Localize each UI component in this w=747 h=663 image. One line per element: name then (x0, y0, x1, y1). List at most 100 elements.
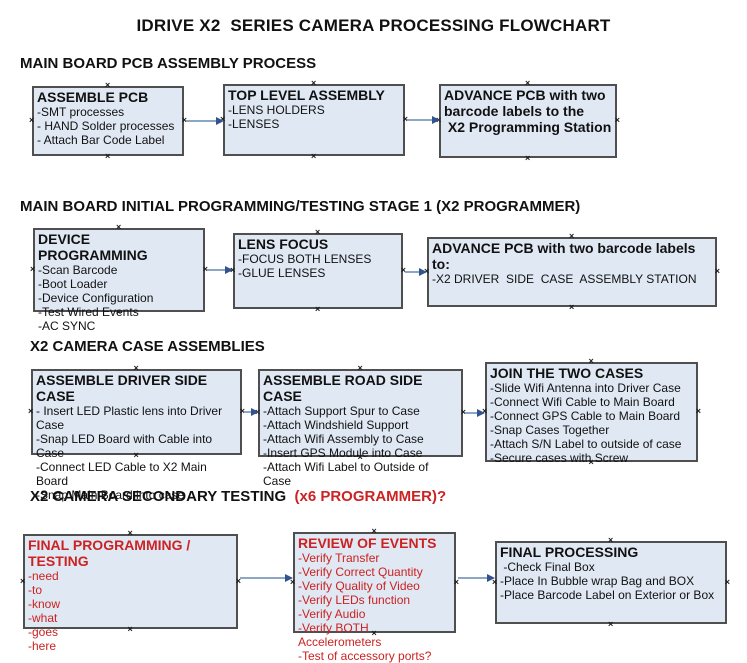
box-line: -FOCUS BOTH LENSES (238, 252, 372, 266)
box-title: LENS FOCUS (238, 236, 329, 252)
box-advance-pcb-driver-side-station: ADVANCE PCB with two barcode labels to: … (424, 232, 720, 312)
connection-point-icon: × (311, 151, 317, 161)
box-line: -Connect LED Cable to X2 Main Board (36, 460, 211, 488)
box-line: - Attach Bar Code Label (37, 133, 165, 147)
box-line: -Test of accessory ports? (298, 649, 432, 663)
box-title: ADVANCE PCB with two barcode labels to t… (444, 87, 612, 135)
box-join-the-two-cases: JOIN THE TWO CASES -Slide Wifi Antenna i… (482, 357, 701, 467)
section-header-accent: (x6 PROGRAMMER)? (290, 488, 447, 505)
box-line: -Verify Quality of Video (298, 579, 420, 593)
box-title: FINAL PROCESSING (500, 544, 639, 560)
box-line: -Slide Wifi Antenna into Driver Case (490, 381, 681, 395)
box-line: -Attach S/N Label to outside of case (490, 437, 682, 451)
connection-point-icon: × (714, 266, 720, 276)
box-line: - HAND Solder processes (37, 119, 175, 133)
connection-point-icon: × (695, 406, 701, 416)
box-line: -LENS HOLDERS (228, 103, 325, 117)
box-body: - Insert LED Plastic lens into Driver Ca… (36, 404, 238, 502)
connection-point-icon: × (614, 115, 620, 125)
box-assemble-pcb: ASSEMBLE PCB -SMT processes- HAND Solder… (29, 81, 187, 161)
box-title: ASSEMBLE PCB (37, 89, 149, 105)
box-line: - Insert LED Plastic lens into Driver Ca… (36, 404, 226, 432)
box-final-processing: FINAL PROCESSING -Check Final Box-Place … (492, 536, 730, 629)
box-line: -Connect Wifi Cable to Main Board (490, 395, 675, 409)
box-line: -Attach Wifi Assembly to Case (263, 432, 424, 446)
box-body: -need-to-know-what-goes-here (28, 569, 234, 653)
connection-point-icon: × (569, 302, 575, 312)
box-line: -what (28, 611, 58, 625)
box-line: -Attach Wifi Label to Outside of Case (263, 460, 432, 488)
flow-arrow-icon (207, 266, 233, 274)
flow-arrow-icon (465, 409, 485, 417)
connection-point-icon: × (608, 619, 614, 629)
section-header-main-board-pcb: MAIN BOARD PCB ASSEMBLY PROCESS (20, 55, 316, 72)
box-title: ASSEMBLE DRIVER SIDE CASE (36, 372, 212, 404)
box-line: -goes (28, 625, 59, 639)
flow-arrow-icon (240, 574, 293, 582)
section-header-text: MAIN BOARD PCB ASSEMBLY PROCESS (20, 55, 317, 72)
connection-point-icon: × (105, 151, 111, 161)
box-line: -Boot Loader (38, 277, 108, 291)
connection-point-icon: × (30, 264, 36, 274)
box-title: REVIEW OF EVENTS (298, 535, 437, 551)
box-body: -Slide Wifi Antenna into Driver Case-Con… (490, 381, 694, 465)
box-advance-pcb-programming-station: ADVANCE PCB with two barcode labels to t… (436, 79, 620, 163)
connection-point-icon: × (28, 406, 34, 416)
connection-point-icon: × (315, 304, 321, 314)
box-line: -Attach Windshield Support (263, 418, 409, 432)
connection-point-icon: × (20, 575, 26, 586)
section-header-initial-programming: MAIN BOARD INITIAL PROGRAMMING/TESTING S… (20, 198, 580, 215)
section-header-case-assemblies: X2 CAMERA CASE ASSEMBLIES (30, 338, 265, 355)
box-body: -LENS HOLDERS-LENSES (228, 103, 401, 131)
box-body: -FOCUS BOTH LENSES-GLUE LENSES (238, 252, 399, 280)
box-line: -here (28, 639, 57, 653)
page-title: IDRIVE X2 SERIES CAMERA PROCESSING FLOWC… (136, 16, 611, 35)
section-header-text: X2 CAMERA SECONDARY TESTING (30, 488, 291, 505)
box-body: -Scan Barcode-Boot Loader-Device Configu… (38, 263, 201, 333)
box-body: -X2 DRIVER SIDE CASE ASSEMBLY STATION (432, 272, 713, 286)
box-title: DEVICE PROGRAMMING (38, 231, 148, 263)
box-body: -Verify Transfer-Verify Correct Quantity… (298, 551, 452, 663)
box-title: ASSEMBLE ROAD SIDE CASE (263, 372, 427, 404)
connection-point-icon: × (29, 115, 35, 125)
box-line: -Insert GPS Module into Case (263, 446, 423, 460)
box-title: ADVANCE PCB with two barcode labels to: (432, 240, 700, 272)
flow-arrow-icon (407, 116, 440, 124)
connection-point-icon: × (525, 153, 531, 163)
flow-arrow-icon (244, 408, 259, 416)
box-line: -Snap Cases Together (490, 423, 610, 437)
box-title: TOP LEVEL ASSEMBLY (228, 87, 385, 103)
box-line: -Attach Support Spur to Case (263, 404, 420, 418)
flow-arrow-icon (405, 268, 427, 276)
section-header-text: MAIN BOARD INITIAL PROGRAMMING/TESTING S… (20, 198, 581, 215)
box-line: -Secure cases with Screw (490, 451, 629, 465)
connection-point-icon: × (724, 576, 730, 587)
box-line: -Place In Bubble wrap Bag and BOX (500, 574, 695, 588)
box-top-level-assembly: TOP LEVEL ASSEMBLY -LENS HOLDERS-LENSES … (220, 79, 408, 161)
box-line: -Connect GPS Cable to Main Board (490, 409, 681, 423)
box-line: -LENSES (228, 117, 280, 131)
box-line: -Verify Transfer (298, 551, 380, 565)
box-title: FINAL PROGRAMMING / TESTING (28, 537, 195, 569)
box-line: -know (28, 597, 61, 611)
box-review-of-events: REVIEW OF EVENTS -Verify Transfer-Verify… (290, 527, 459, 663)
section-header-secondary-testing: X2 CAMERA SECONDARY TESTING (x6 PROGRAMM… (30, 488, 446, 505)
box-line: -Verify Correct Quantity (298, 565, 423, 579)
box-line: -Verify LEDs function (298, 593, 411, 607)
box-title: JOIN THE TWO CASES (490, 365, 644, 381)
box-line: -X2 DRIVER SIDE CASE ASSEMBLY STATION (432, 272, 697, 286)
box-line: -need (28, 569, 59, 583)
box-line: -Snap Main Board into case (36, 488, 185, 502)
box-body: -SMT processes- HAND Solder processes- A… (37, 105, 180, 147)
box-body: -Attach Support Spur to Case-Attach Wind… (263, 404, 459, 488)
flow-arrow-icon (458, 574, 495, 582)
box-line: -SMT processes (37, 105, 125, 119)
section-header-text: X2 CAMERA CASE ASSEMBLIES (30, 338, 265, 355)
box-line: -Test Wired Events (38, 305, 139, 319)
box-assemble-road-side-case: ASSEMBLE ROAD SIDE CASE -Attach Support … (255, 364, 466, 489)
flow-arrow-icon (186, 117, 224, 125)
box-line: -Verify Audio (298, 607, 366, 621)
box-line: -Place Barcode Label on Exterior or Box (500, 588, 715, 602)
box-line: -Snap LED Board with Cable into Case (36, 432, 216, 460)
